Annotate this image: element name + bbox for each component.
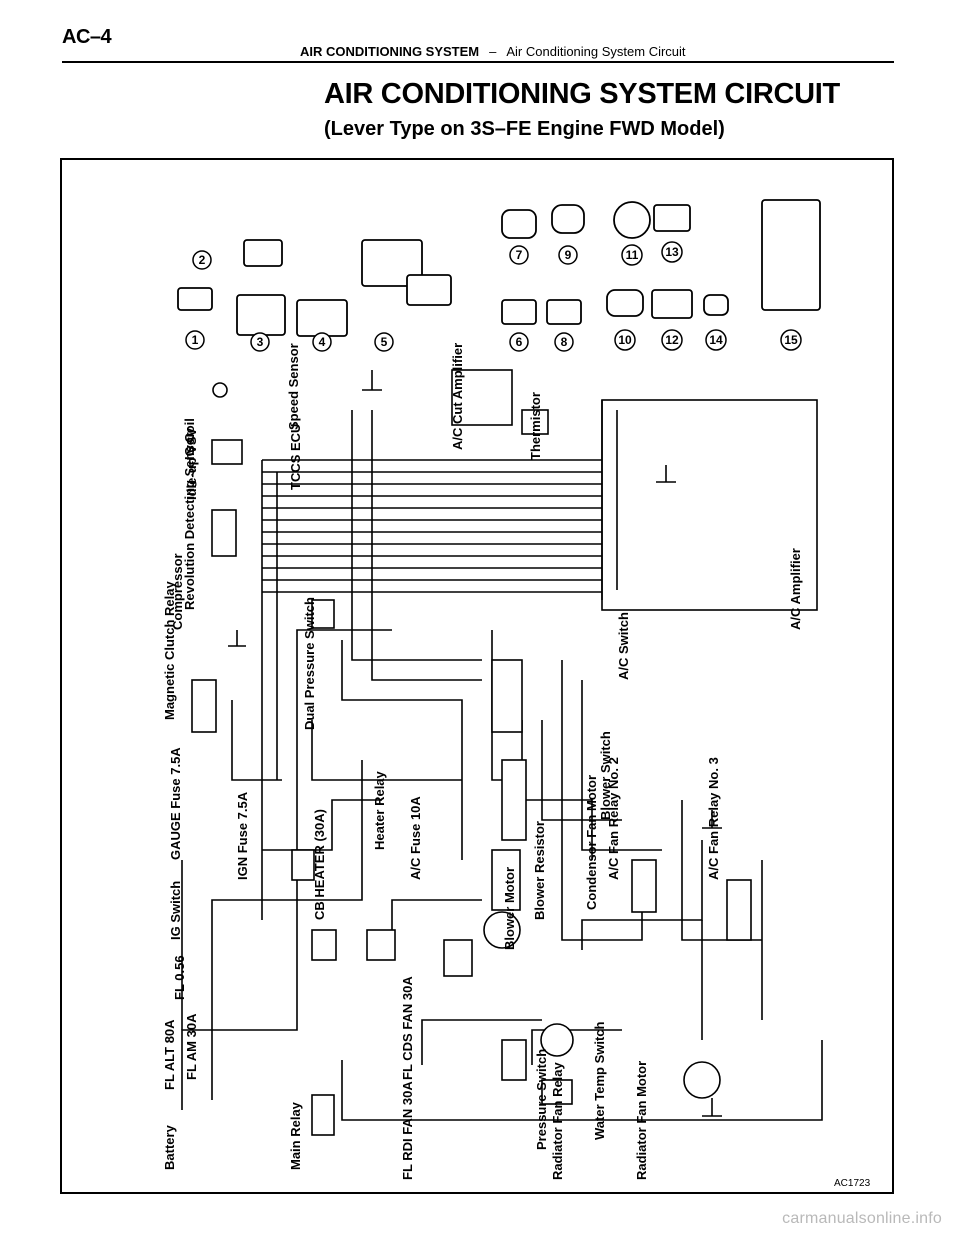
label-dual-pressure-switch: Dual Pressure Switch xyxy=(302,597,317,730)
connector-marker-6: 6 xyxy=(509,332,529,352)
label-cb-heater: CB HEATER (30A) xyxy=(312,809,327,920)
label-main-relay: Main Relay xyxy=(288,1101,303,1170)
svg-text:14: 14 xyxy=(709,333,723,347)
label-heater-relay: Heater Relay xyxy=(372,770,387,850)
label-ac-amplifier: A/C Amplifier xyxy=(788,548,803,630)
page-subtitle: (Lever Type on 3S–FE Engine FWD Model) xyxy=(324,118,725,140)
label-battery: Battery xyxy=(162,1124,177,1170)
label-magnetic-clutch-relay: Magnetic Clutch Relay xyxy=(162,581,177,720)
label-revolution-sensor: Revolution Detecting Sensor xyxy=(182,432,197,610)
connector-marker-9: 9 xyxy=(558,245,578,265)
connector-number-markers: 1 2 3 4 5 6 7 8 9 10 11 12 13 14 15 xyxy=(185,241,802,352)
header-rule xyxy=(62,61,894,63)
label-idle-up-vsv: Idle-up VSV xyxy=(184,427,199,500)
component-symbols xyxy=(191,369,752,1136)
svg-text:10: 10 xyxy=(618,333,632,347)
label-radiator-fan-motor: Radiator Fan Motor xyxy=(634,1061,649,1180)
wiring-diagram-canvas: Battery FL ALT 80A FL AM 30A FL 0.56 IG … xyxy=(162,199,871,1189)
svg-text:13: 13 xyxy=(665,245,679,259)
label-ac-fan-relay-3: A/C Fan Relay No. 3 xyxy=(706,757,721,880)
connector-marker-5: 5 xyxy=(374,332,394,352)
svg-text:15: 15 xyxy=(784,333,798,347)
svg-text:11: 11 xyxy=(626,248,639,262)
label-ac-switch: A/C Switch xyxy=(616,612,631,680)
connector-marker-3: 3 xyxy=(250,332,270,352)
label-compressor: Compressor xyxy=(170,553,185,630)
label-fl-cds: FL CDS FAN 30A xyxy=(400,976,415,1080)
connector-marker-1: 1 xyxy=(185,330,205,350)
running-header-section: AIR CONDITIONING SYSTEM xyxy=(300,44,480,59)
label-ac-fan-relay-2: A/C Fan Relay No. 2 xyxy=(606,757,621,880)
label-fl-056: FL 0.56 xyxy=(172,955,187,1000)
label-speed-sensor: Speed Sensor xyxy=(286,343,301,430)
svg-text:2: 2 xyxy=(199,253,206,267)
page-number: AC–4 xyxy=(62,26,112,48)
connector-marker-14: 14 xyxy=(705,329,727,351)
svg-text:8: 8 xyxy=(561,335,568,349)
label-tccs-ecu: TCCS ECU xyxy=(288,424,303,490)
ground-symbols xyxy=(228,370,722,1117)
label-blower-motor: Blower Motor xyxy=(502,867,517,950)
connector-marker-7: 7 xyxy=(509,245,529,265)
label-fl-alt: FL ALT 80A xyxy=(162,1019,177,1090)
label-condenser-fan-motor: Condensor Fan Motor xyxy=(584,775,599,910)
svg-text:9: 9 xyxy=(565,248,572,262)
label-pressure-switch: Pressure Switch xyxy=(534,1049,549,1150)
connector-marker-15: 15 xyxy=(780,329,802,351)
svg-text:4: 4 xyxy=(319,335,326,349)
connector-marker-2: 2 xyxy=(192,250,212,270)
running-header-subsection: Air Conditioning System Circuit xyxy=(506,44,686,59)
label-fl-am: FL AM 30A xyxy=(184,1013,199,1080)
label-thermistor: Thermistor xyxy=(528,392,543,460)
label-blower-resistor: Blower Resistor xyxy=(532,821,547,920)
running-header-separator: – xyxy=(489,44,497,59)
figure-code: AC1723 xyxy=(834,1178,871,1189)
label-fl-rdi: FL RDI FAN 30A xyxy=(400,1081,415,1180)
svg-text:3: 3 xyxy=(257,335,264,349)
running-header: AIR CONDITIONING SYSTEM–Air Conditioning… xyxy=(300,44,686,59)
label-radiator-fan-relay: Radiator Fan Relay xyxy=(550,1061,565,1180)
label-ac-cut-amplifier: A/C Cut Amplifier xyxy=(450,343,465,450)
label-gauge-fuse: GAUGE Fuse 7.5A xyxy=(168,747,183,860)
svg-text:12: 12 xyxy=(665,333,679,347)
connector-marker-10: 10 xyxy=(614,329,636,351)
connector-marker-8: 8 xyxy=(554,332,574,352)
label-ign-fuse: IGN Fuse 7.5A xyxy=(235,791,250,880)
watermark: carmanualsonline.info xyxy=(782,1210,942,1227)
label-ac-fuse: A/C Fuse 10A xyxy=(408,796,423,880)
wiring-diagram: Battery FL ALT 80A FL AM 30A FL 0.56 IG … xyxy=(60,158,894,1194)
connector-marker-13: 13 xyxy=(661,241,683,263)
connector-shapes xyxy=(177,199,821,337)
label-blower-switch: Blower Switch xyxy=(598,731,613,820)
label-water-temp-switch: Water Temp Switch xyxy=(592,1021,607,1140)
svg-text:1: 1 xyxy=(192,333,199,347)
label-ig-coil: IG Coil xyxy=(182,418,197,460)
svg-text:5: 5 xyxy=(381,335,388,349)
connector-marker-4: 4 xyxy=(312,332,332,352)
label-ig-switch: IG Switch xyxy=(168,881,183,940)
component-labels: Battery FL ALT 80A FL AM 30A FL 0.56 IG … xyxy=(162,343,803,1180)
svg-text:6: 6 xyxy=(516,335,523,349)
page-title: AIR CONDITIONING SYSTEM CIRCUIT xyxy=(324,78,840,110)
svg-text:7: 7 xyxy=(516,248,523,262)
connector-marker-11: 11 xyxy=(621,244,643,266)
connector-marker-12: 12 xyxy=(661,329,683,351)
